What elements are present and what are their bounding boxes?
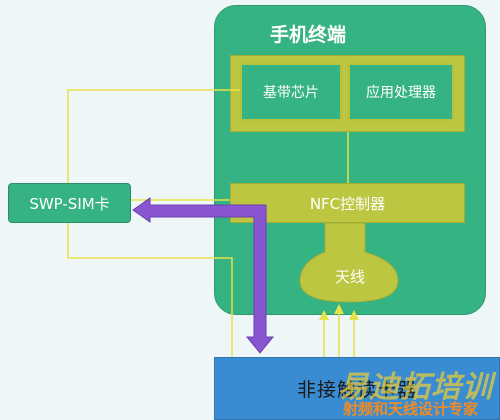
- swp-sim-label: SWP-SIM卡: [29, 194, 110, 213]
- watermark-brand: 易迪拓培训: [338, 370, 493, 405]
- app-processor-box: 应用处理器: [348, 63, 454, 121]
- contactless-reader-label: 非接触读卡器: [296, 379, 417, 401]
- phone-terminal-title: 手机终端: [270, 24, 347, 46]
- app-processor-label: 应用处理器: [366, 85, 436, 101]
- nfc-controller-label: NFC控制器: [309, 194, 386, 213]
- watermark-tagline: 射频和天线设计专家: [343, 400, 479, 418]
- field-arrow-left-head: [319, 310, 329, 320]
- antenna-shape: [299, 222, 399, 303]
- baseband-chip-label: 基带芯片: [263, 85, 319, 101]
- antenna-label: 天线: [334, 268, 365, 286]
- swp-sim-box: SWP-SIM卡: [8, 183, 131, 223]
- sim-reader-arrow: [132, 197, 275, 354]
- baseband-to-sim-line: [67, 89, 240, 183]
- baseband-chip-box: 基带芯片: [240, 63, 342, 121]
- field-arrow-mid-head: [334, 304, 344, 314]
- field-arrow-right-head: [349, 310, 359, 320]
- sim-to-reader-line: [67, 223, 233, 357]
